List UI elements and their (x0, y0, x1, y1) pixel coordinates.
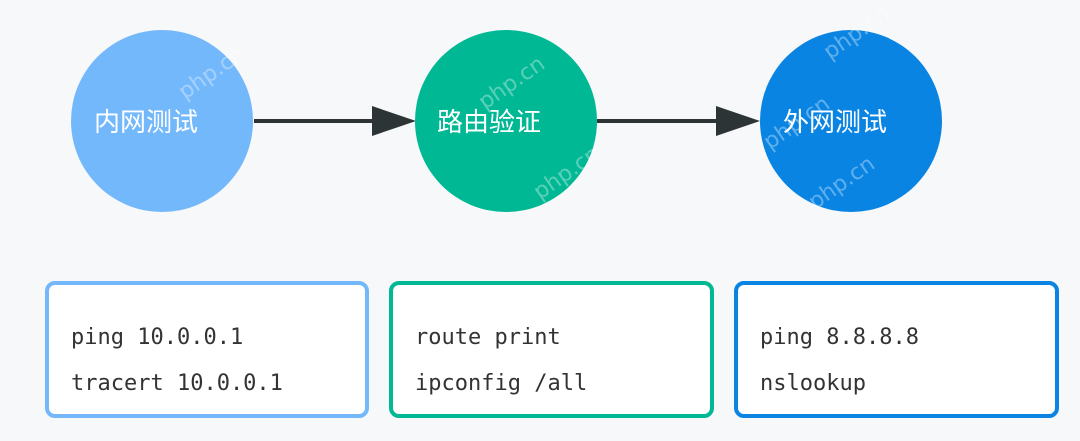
arrowhead-1 (372, 106, 416, 136)
command-line: tracert 10.0.0.1 (71, 371, 283, 396)
node-circle (71, 30, 253, 212)
node-circle (415, 30, 597, 212)
command-box-internet: ping 8.8.8.8 nslookup (734, 281, 1059, 418)
command-line: ipconfig /all (415, 371, 588, 396)
command-line: ping 8.8.8.8 (760, 325, 919, 350)
arrowhead-2 (716, 106, 760, 136)
command-box-intranet: ping 10.0.0.1 tracert 10.0.0.1 (45, 281, 369, 418)
command-line: ping 10.0.0.1 (71, 325, 244, 350)
command-line: route print (415, 325, 561, 350)
node-route-verify: 路由验证 (415, 30, 597, 212)
node-label: 路由验证 (437, 108, 541, 138)
node-label: 内网测试 (94, 108, 198, 138)
command-box-route: route print ipconfig /all (389, 281, 714, 418)
node-intranet-test: 内网测试 (71, 30, 253, 212)
node-internet-test: 外网测试 (760, 30, 942, 212)
node-circle (760, 30, 942, 212)
node-label: 外网测试 (783, 108, 887, 138)
command-line: nslookup (760, 371, 866, 396)
